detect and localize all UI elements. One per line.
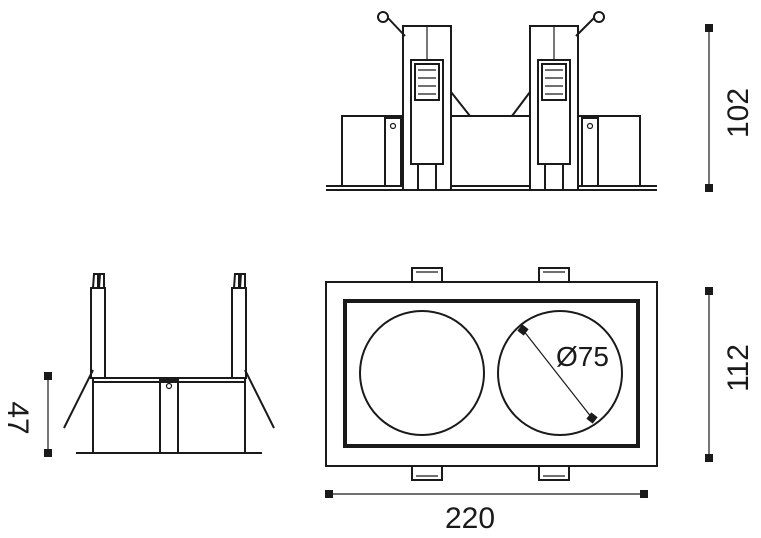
dim-label-47: 47 — [1, 401, 34, 434]
dimension-height-top: 112 — [705, 287, 755, 462]
dim-label-diameter: Ø75 — [556, 341, 609, 372]
front-view — [326, 11, 657, 191]
side-view — [63, 273, 275, 454]
lamp-left — [359, 310, 485, 436]
lamp-right — [497, 310, 623, 436]
dimension-depth: 47 — [1, 372, 52, 457]
dim-label-220: 220 — [445, 502, 495, 535]
dimension-height-front: 102 — [705, 24, 755, 192]
dim-label-102: 102 — [722, 88, 755, 138]
dim-label-112: 112 — [722, 344, 755, 392]
dimension-width: 220 — [325, 490, 648, 535]
top-view: Ø75 — [325, 267, 658, 481]
